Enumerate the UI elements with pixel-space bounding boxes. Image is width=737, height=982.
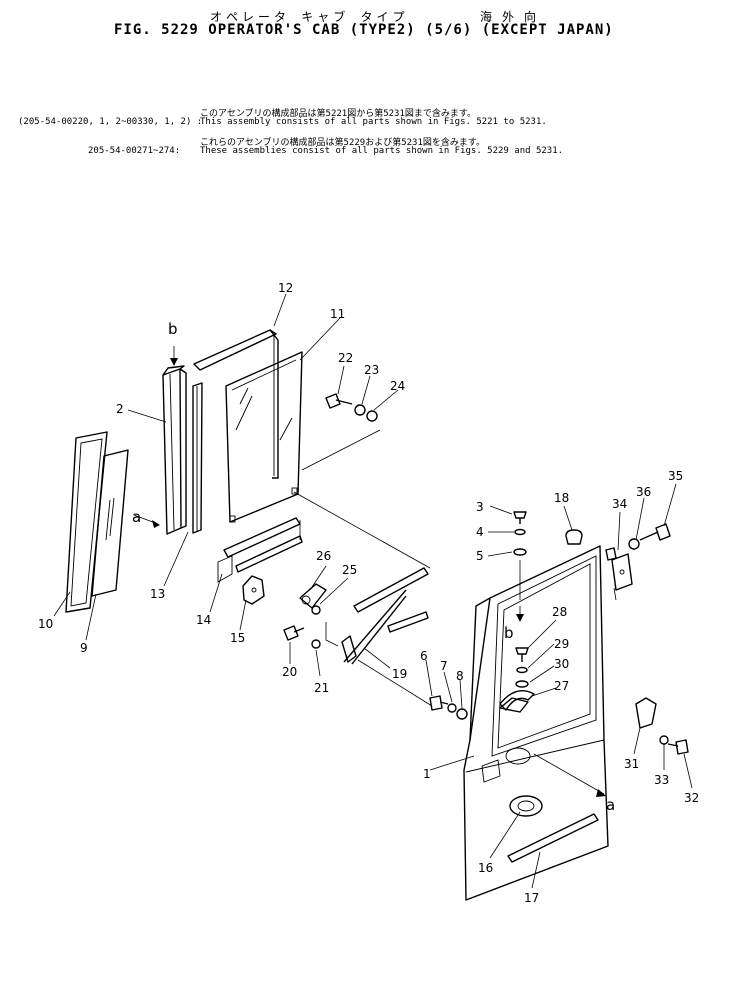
part-3-screw — [513, 511, 527, 524]
part-27-inner-handle — [499, 690, 535, 711]
part-4-washer — [514, 528, 526, 536]
part-14-lower-rail — [217, 517, 303, 583]
label-part-30: 30 — [554, 657, 569, 671]
part-7-washer — [447, 703, 457, 713]
label-part-35: 35 — [668, 469, 683, 483]
callout-leaders — [53, 293, 693, 889]
note-2-en: These assemblies consist of all parts sh… — [200, 146, 564, 156]
ref-letter-a-door: a — [606, 796, 615, 814]
part-10-window-seal — [65, 431, 108, 613]
arrow-a-door — [596, 789, 606, 797]
part-20-bolt — [283, 625, 305, 641]
part-29-washer — [516, 666, 528, 674]
part-12-top-rail — [193, 329, 279, 479]
part-35-bolt — [639, 523, 671, 541]
jp-region-label: 海外向 — [480, 10, 547, 24]
label-part-23: 23 — [364, 363, 379, 377]
label-part-5: 5 — [476, 549, 484, 563]
label-part-2: 2 — [116, 402, 124, 416]
label-part-19: 19 — [392, 667, 407, 681]
note-2-code: 205-54-00271~274: — [88, 146, 181, 156]
label-part-21: 21 — [314, 681, 329, 695]
part-9-window-glass — [91, 449, 129, 597]
label-part-28: 28 — [552, 605, 567, 619]
figure-title: FIG. 5229 OPERATOR'S CAB (TYPE2) (5/6) (… — [114, 22, 614, 38]
part-5-washer — [513, 548, 527, 556]
note-2-jp: これらのアセンブリの構成部品は第5229および第5231図を含みます。 — [200, 138, 485, 148]
label-part-18: 18 — [554, 491, 569, 505]
label-part-24: 24 — [390, 379, 405, 393]
part-1-door-body — [463, 545, 609, 901]
note-1-code: (205-54-00220, 1, 2~00330, 1, 2) : — [18, 117, 203, 127]
part-15-stopper — [242, 575, 265, 605]
part-16-handle-cup — [517, 800, 535, 812]
part-11-glass-panel — [225, 351, 303, 523]
arrow-b-top — [170, 358, 178, 366]
part-36-washer — [628, 538, 640, 550]
ref-letter-a-left: a — [132, 508, 141, 526]
label-part-32: 32 — [684, 791, 699, 805]
arrow-b-door — [516, 614, 524, 622]
part-28-screw — [515, 647, 529, 662]
part-2-pillar — [162, 365, 187, 535]
part-17-lower-strip — [507, 813, 599, 863]
part-32-bolt — [667, 739, 689, 755]
label-part-29: 29 — [554, 637, 569, 651]
label-part-13: 13 — [150, 587, 165, 601]
label-part-9: 9 — [80, 641, 88, 655]
part-30-washer — [515, 680, 529, 688]
label-part-20: 20 — [282, 665, 297, 679]
part-19-guide-rail — [341, 567, 429, 665]
assembly-lines — [133, 346, 617, 795]
label-part-36: 36 — [636, 485, 651, 499]
part-26-latch-bracket — [299, 583, 327, 609]
label-part-11: 11 — [330, 307, 345, 321]
part-33-washer — [659, 735, 669, 745]
part-number-labels: 1 2 3 4 5 6 7 8 9 10 11 12 13 14 15 16 1… — [38, 281, 699, 905]
part-24-washer — [366, 410, 378, 422]
label-part-16: 16 — [478, 861, 493, 875]
part-18-cap — [565, 529, 583, 545]
label-part-27: 27 — [554, 679, 569, 693]
jp-title: オペレータ キャブ タイプ — [210, 10, 409, 24]
note-1-jp: このアセンブリの構成部品は第5221図から第5231図まで含みます。 — [200, 109, 476, 119]
ref-letter-b-door: b — [504, 624, 514, 642]
part-34-hinge — [605, 547, 633, 591]
label-part-1: 1 — [423, 767, 431, 781]
part-8-washer — [456, 708, 468, 720]
note-1-en: This assembly consists of all parts show… — [200, 117, 547, 127]
label-part-14: 14 — [196, 613, 211, 627]
label-part-10: 10 — [38, 617, 53, 631]
label-part-15: 15 — [230, 631, 245, 645]
label-part-26: 26 — [316, 549, 331, 563]
label-part-3: 3 — [476, 500, 484, 514]
part-25-washer — [311, 605, 321, 615]
part-13-pillar-seal — [192, 382, 203, 534]
label-part-31: 31 — [624, 757, 639, 771]
part-21-washer — [311, 639, 321, 649]
label-part-12: 12 — [278, 281, 293, 295]
label-part-6: 6 — [420, 649, 428, 663]
part-31-striker — [635, 697, 657, 729]
label-part-17: 17 — [524, 891, 539, 905]
label-part-34: 34 — [612, 497, 627, 511]
label-part-25: 25 — [342, 563, 357, 577]
part-23-washer — [354, 404, 366, 416]
label-part-7: 7 — [440, 659, 448, 673]
label-part-22: 22 — [338, 351, 353, 365]
part-6-bolt — [429, 695, 449, 711]
label-part-8: 8 — [456, 669, 464, 683]
label-part-4: 4 — [476, 525, 484, 539]
part-22-bolt — [325, 393, 353, 409]
ref-letter-b-top: b — [168, 320, 178, 338]
arrow-a-left — [152, 520, 160, 528]
label-part-33: 33 — [654, 773, 669, 787]
